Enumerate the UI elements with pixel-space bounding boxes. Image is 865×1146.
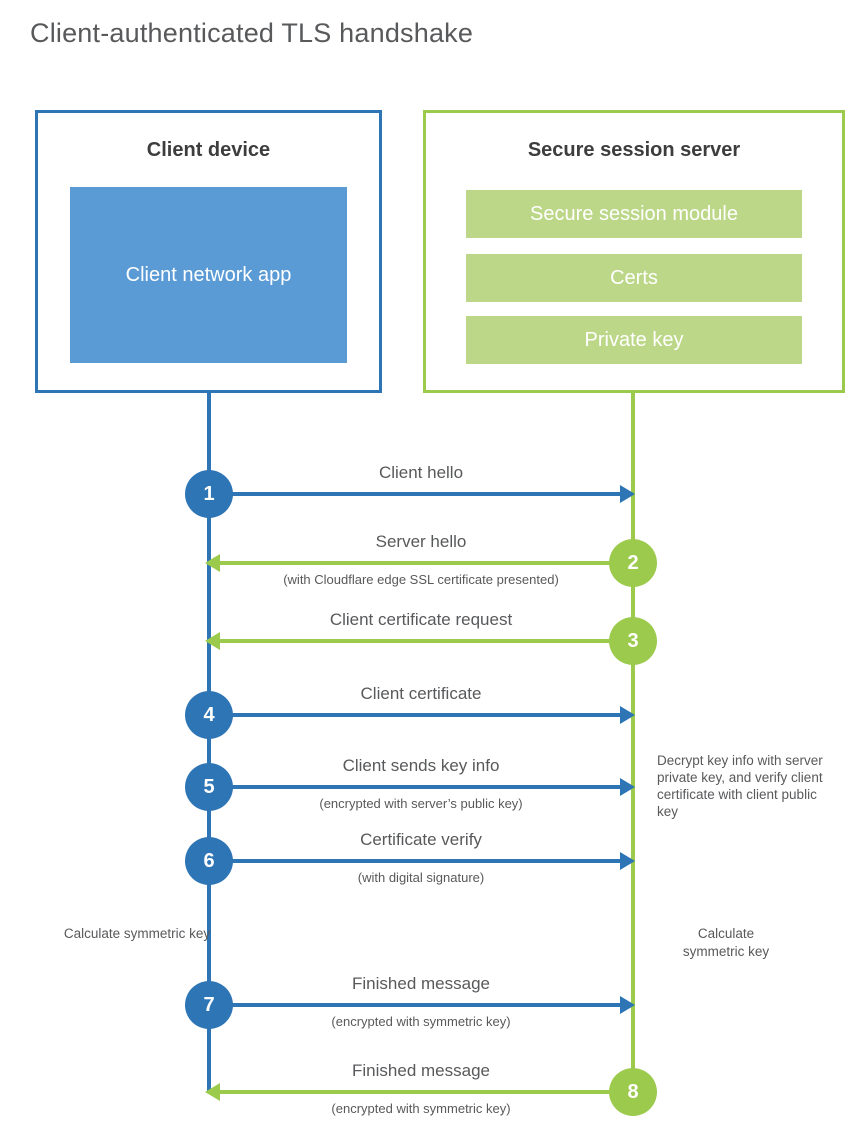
step-number: 3 <box>627 629 639 652</box>
step-circle: 8 <box>609 1068 657 1116</box>
arrow-left-icon <box>205 554 220 572</box>
arrow-right-icon <box>620 485 635 503</box>
step-circle: 6 <box>185 837 233 885</box>
client-device-box: Client device Client network app <box>35 110 382 393</box>
server-lifeline <box>631 393 635 1092</box>
arrow-line <box>209 713 623 717</box>
arrow-right-icon <box>620 996 635 1014</box>
client-device-heading: Client device <box>146 139 271 161</box>
step-circle: 3 <box>609 617 657 665</box>
step-circle: 5 <box>185 763 233 811</box>
server-module-label: Secure session module <box>530 202 738 225</box>
message-label: Client sends key info <box>342 756 500 775</box>
message-sublabel: (with Cloudflare edge SSL certificate pr… <box>283 572 559 587</box>
server-module-bar: Secure session module <box>466 190 802 238</box>
message-sublabel: (encrypted with symmetric key) <box>331 1101 511 1116</box>
arrow-right-icon <box>620 706 635 724</box>
step-number: 4 <box>203 703 215 726</box>
server-private-key-bar: Private key <box>466 316 802 364</box>
step-number: 6 <box>203 849 215 872</box>
arrow-line <box>209 1003 623 1007</box>
page-title: Client-authenticated TLS handshake <box>30 18 474 48</box>
message-label: Server hello <box>375 532 467 551</box>
arrow-left-icon <box>205 632 220 650</box>
step-number: 8 <box>627 1080 639 1103</box>
step-number: 2 <box>627 551 639 574</box>
arrow-line <box>209 859 623 863</box>
arrow-line <box>209 785 623 789</box>
message-label: Finished message <box>352 1061 490 1080</box>
server-box: Secure session server Secure session mod… <box>423 110 845 393</box>
arrow-left-icon <box>205 1083 220 1101</box>
server-certs-label: Certs <box>610 266 658 289</box>
message-sublabel: (encrypted with server’s public key) <box>319 796 523 811</box>
message-label: Client certificate request <box>329 610 513 629</box>
message-sublabel: (with digital signature) <box>357 870 485 885</box>
client-network-app-label: Client network app <box>125 264 292 286</box>
arrow-right-icon <box>620 852 635 870</box>
server-heading: Secure session server <box>527 139 741 161</box>
message-label: Finished message <box>352 974 490 993</box>
calculate-symmetric-key-right: Calculate symmetric key <box>682 926 770 959</box>
step-circle: 7 <box>185 981 233 1029</box>
arrow-right-icon <box>620 778 635 796</box>
decrypt-note: Decrypt key info with server private key… <box>657 753 823 819</box>
calculate-symmetric-key-left: Calculate symmetric key <box>63 926 211 941</box>
message-label: Client certificate <box>360 684 482 703</box>
server-private-key-label: Private key <box>584 328 684 351</box>
step-circle: 4 <box>185 691 233 739</box>
server-certs-bar: Certs <box>466 254 802 302</box>
step-circle: 2 <box>609 539 657 587</box>
step-number: 7 <box>203 993 215 1016</box>
message-sublabel: (encrypted with symmetric key) <box>331 1014 511 1029</box>
arrow-line <box>209 492 623 496</box>
arrow-line <box>219 1090 633 1094</box>
arrow-line <box>219 561 633 565</box>
arrow-line <box>219 639 633 643</box>
message-label: Certificate verify <box>360 830 482 849</box>
step-number: 1 <box>203 482 215 505</box>
client-lifeline <box>207 393 211 1092</box>
message-label: Client hello <box>378 463 464 482</box>
client-network-app-box: Client network app <box>70 187 347 363</box>
step-number: 5 <box>203 775 215 798</box>
step-circle: 1 <box>185 470 233 518</box>
